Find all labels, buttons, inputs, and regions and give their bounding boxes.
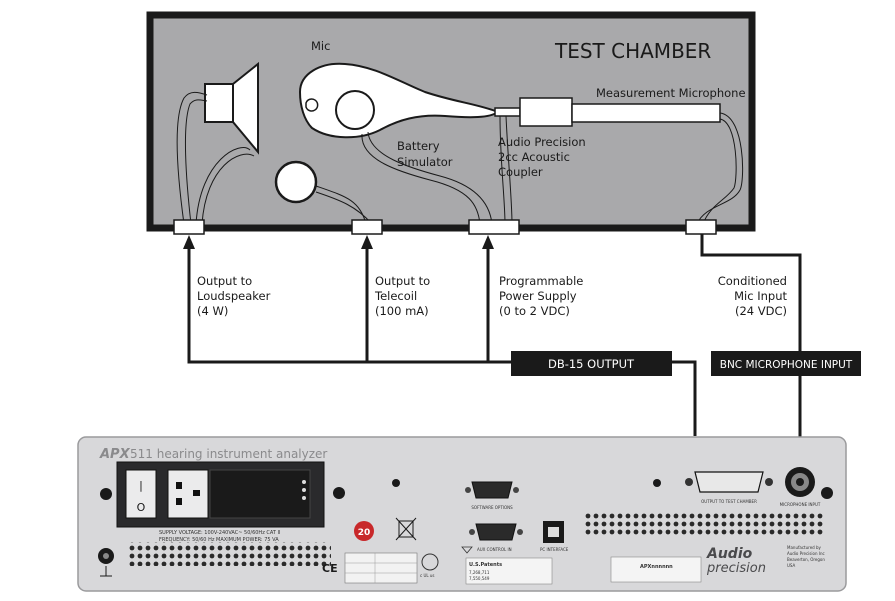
supply-voltage-text: SUPPLY VOLTAGE: 100V-240VAC~ 50/60Hz CAT…	[159, 530, 281, 536]
supply-frequency-text: FREQUENCY: 50/60 Hz MAXIMUM POWER: 75 VA	[159, 537, 279, 543]
pc-interface-label: PC INTERFACE	[540, 547, 569, 552]
power-label-1: Programmable	[499, 274, 583, 288]
microphone-input-bnc[interactable]	[785, 467, 815, 497]
loudspeaker-label-1: Output to	[197, 274, 252, 288]
brand-note-3: Beaverton, Oregon	[787, 557, 825, 562]
mic-input-label-1: Conditioned	[718, 274, 787, 288]
aux-control-port[interactable]	[469, 523, 523, 541]
fuse-drawer[interactable]	[209, 469, 311, 519]
signal-arrows	[183, 235, 807, 452]
telecoil-label-1: Output to	[375, 274, 430, 288]
mic-input-label-2: Mic Input	[734, 289, 787, 303]
arrow-up-telecoil	[361, 235, 373, 249]
audio-precision-logo: Audio precision Manufactured by Audio Pr…	[706, 545, 825, 576]
software-options-port[interactable]	[465, 481, 519, 499]
power-connector	[468, 219, 520, 235]
coupler-label-2: 2cc Acoustic	[498, 150, 570, 164]
ground-terminal-icon	[98, 548, 114, 577]
switch-on-mark: |	[139, 479, 143, 492]
apx-logo: APX	[99, 447, 131, 462]
test-chamber: TEST CHAMBER Mic Measurement Microphone …	[146, 11, 756, 235]
brand-name-2: precision	[706, 561, 766, 576]
screw-icon	[821, 487, 833, 499]
warning-icon	[461, 546, 473, 554]
rohs-label: 20	[358, 528, 371, 538]
acoustic-coupler-icon	[494, 97, 573, 127]
brand-note-4: USA	[787, 563, 796, 568]
mic-input-label-3: (24 VDC)	[735, 304, 787, 318]
patents-title: U.S.Patents	[469, 562, 502, 568]
hearing-aid-icon	[298, 62, 501, 139]
signal-cables	[187, 234, 802, 440]
switch-off-mark: O	[137, 501, 146, 514]
patents-label: U.S.Patents 7,268,711 7,550,549	[465, 557, 553, 585]
vent-grille-right	[585, 512, 825, 536]
brand-note-2: Audio Precision Inc	[787, 551, 825, 556]
ul-mark: c UL us	[420, 573, 435, 578]
battery-simulator-icon	[274, 160, 318, 204]
iec-power-inlet[interactable]	[167, 469, 209, 519]
connection-labels: Output to Loudspeaker (4 W) Output to Te…	[197, 274, 787, 318]
power-label-3: (0 to 2 VDC)	[499, 304, 570, 318]
chamber-title: TEST CHAMBER	[554, 39, 711, 63]
brand-name-1: Audio	[706, 546, 753, 562]
aux-control-label: AUX CONTROL IN	[477, 547, 512, 552]
coupler-label-3: Coupler	[498, 165, 543, 179]
bnc-input-tag: BNC MICROPHONE INPUT	[711, 351, 861, 376]
loudspeaker-label-2: Loudspeaker	[197, 289, 271, 303]
mic-label: Mic	[311, 39, 330, 53]
telecoil-label-2: Telecoil	[374, 289, 417, 303]
output-to-test-chamber-port[interactable]	[685, 471, 773, 493]
battery-label-2: Simulator	[397, 155, 453, 169]
power-entry-module: | O SUPPLY VOLTAGE: 100V-240VAC~ 50/60Hz…	[116, 461, 325, 543]
software-options-label: SOFTWARE OPTIONS	[471, 505, 513, 510]
mic-input-connector	[685, 219, 717, 235]
screw-icon	[392, 479, 400, 487]
vent-grille-left	[127, 542, 331, 566]
rating-label	[344, 552, 418, 584]
db15-output-tag: DB-15 OUTPUT	[511, 351, 672, 376]
screw-icon	[333, 487, 345, 499]
arrow-up-loudspeaker	[183, 235, 195, 249]
screw-icon	[653, 479, 661, 487]
patent-1: 7,268,711	[469, 570, 490, 575]
weee-icon	[395, 517, 417, 541]
patent-2: 7,550,549	[469, 576, 490, 581]
power-label-2: Power Supply	[499, 289, 577, 303]
db15-output-label: DB-15 OUTPUT	[548, 357, 635, 371]
telecoil-connector	[351, 219, 383, 235]
measurement-mic-label: Measurement Microphone	[596, 86, 746, 100]
loudspeaker-connector	[173, 219, 205, 235]
telecoil-label-3: (100 mA)	[375, 304, 429, 318]
loudspeaker-label-3: (4 W)	[197, 304, 228, 318]
loudspeaker-icon	[204, 61, 259, 155]
output-chamber-label: OUTPUT TO TEST CHAMBER	[701, 499, 757, 504]
model-title: 511 hearing instrument analyzer	[130, 447, 327, 461]
ce-mark: CE	[322, 562, 338, 575]
analyzer-rear-panel: APX 511 hearing instrument analyzer | O …	[77, 436, 847, 592]
brand-note-1: Manufactured by	[787, 545, 822, 550]
measurement-microphone-icon	[571, 103, 721, 123]
rohs-icon	[354, 521, 374, 541]
csa-icon: c UL us	[420, 553, 439, 578]
screw-icon	[100, 488, 112, 500]
serial-number-label: APXnnnnnn	[610, 556, 702, 583]
coupler-label-1: Audio Precision	[498, 135, 586, 149]
bnc-input-label: BNC MICROPHONE INPUT	[720, 359, 853, 371]
microphone-input-label: MICROPHONE INPUT	[780, 502, 821, 507]
arrow-up-power	[482, 235, 494, 249]
power-switch[interactable]	[125, 469, 157, 519]
serial-number: APXnnnnnn	[640, 564, 673, 570]
battery-label-1: Battery	[397, 139, 440, 153]
